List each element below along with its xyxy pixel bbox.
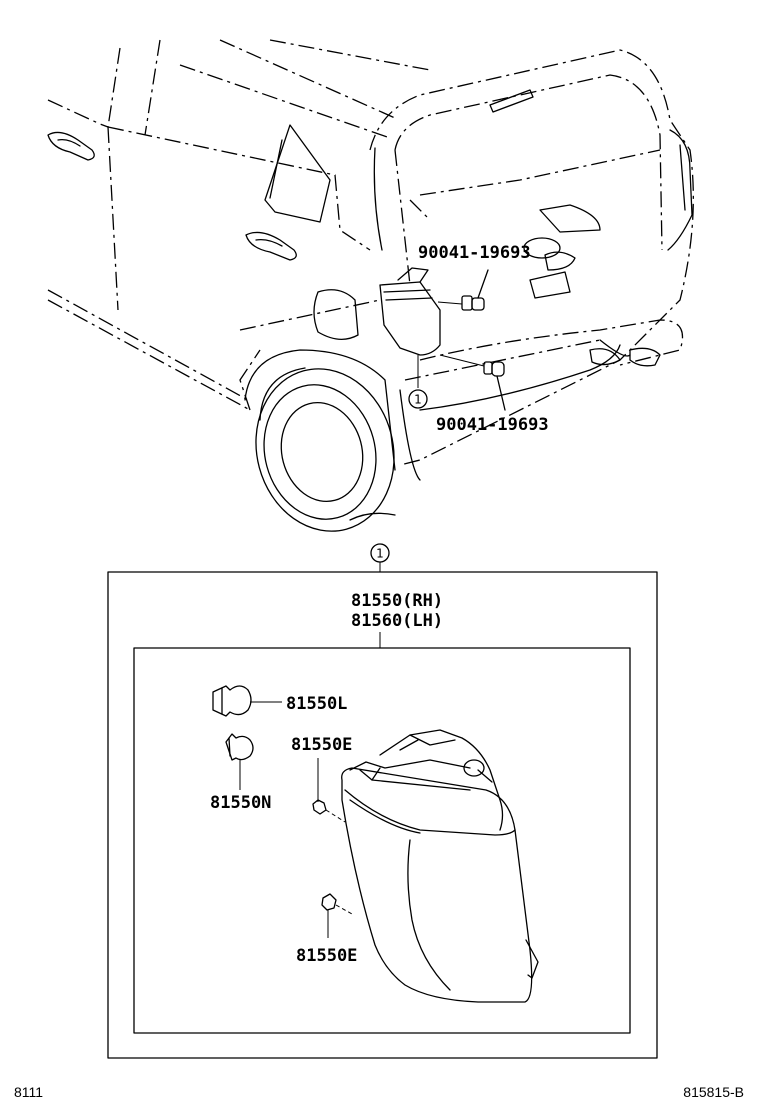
label-assembly-rh: 81550(RH) (351, 591, 443, 611)
svg-text:1: 1 (414, 393, 422, 407)
label-screw-upper: 90041-19693 (418, 243, 531, 263)
screw-lower-icon (439, 354, 506, 411)
vehicle-outline (47, 39, 694, 532)
label-bulb-stop-tail: 81550L (286, 694, 347, 714)
footer-figure-code: 815815-B (683, 1084, 744, 1100)
footer-page-code: 8111 (14, 1084, 44, 1100)
svg-text:1: 1 (376, 547, 384, 561)
label-assembly-lh: 81560(LH) (351, 611, 443, 631)
label-bulb-small: 81550N (210, 793, 271, 813)
rear-lamp-assembly-icon (341, 729, 539, 1003)
callout-box: 1 (370, 543, 390, 572)
socket-upper-icon (312, 758, 346, 823)
label-socket-upper: 81550E (291, 735, 352, 755)
assembly-frame-outer (107, 571, 658, 1059)
label-socket-lower: 81550E (296, 946, 357, 966)
label-screw-lower: 90041-19693 (436, 415, 549, 435)
callout-car: 1 (408, 389, 428, 409)
screw-upper-icon (437, 269, 489, 311)
bulb-stop-tail-icon (212, 685, 282, 717)
assembly-frame-inner (133, 647, 631, 1034)
socket-lower-icon (321, 893, 353, 938)
bulb-small-icon (225, 733, 254, 790)
